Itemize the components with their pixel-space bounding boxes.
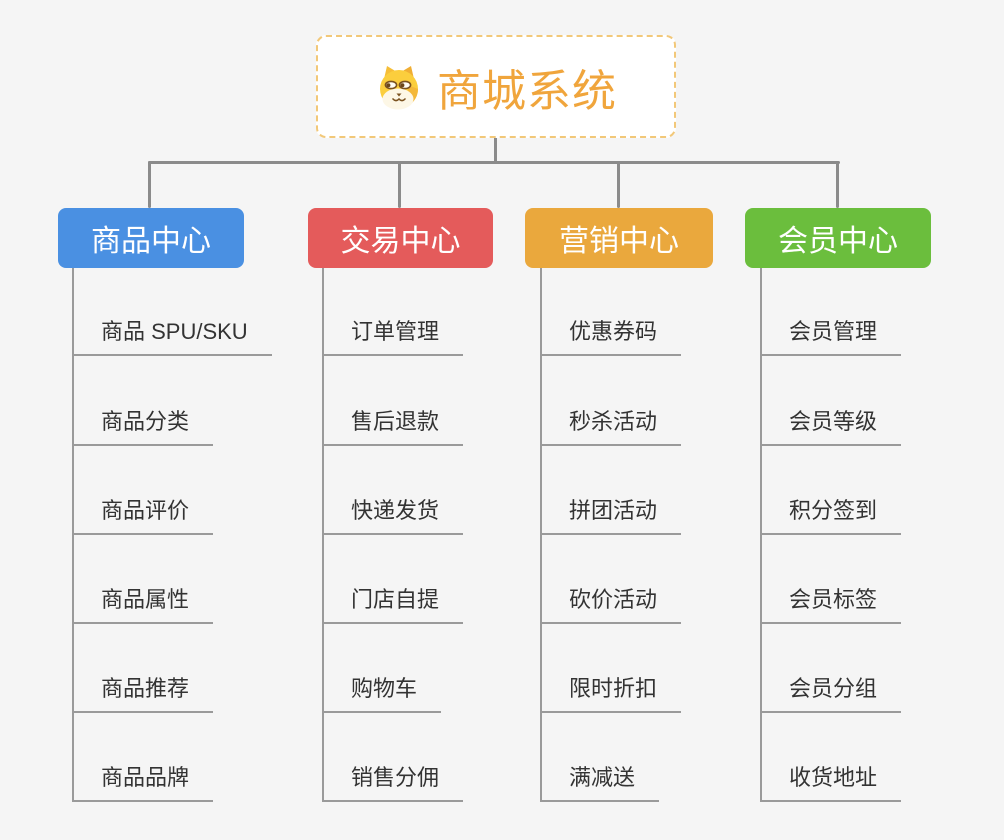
topic-item[interactable]: 秒杀活动: [541, 409, 682, 446]
connector-horizontal-bar: [148, 161, 840, 164]
branch-node-trade-center[interactable]: 交易中心: [308, 208, 493, 268]
connector-trunk: [72, 268, 74, 802]
topic-item[interactable]: 会员分组: [761, 676, 902, 713]
topic-item[interactable]: 商品品牌: [73, 765, 214, 802]
topic-item[interactable]: 优惠券码: [541, 319, 682, 356]
connector-trunk: [322, 268, 324, 802]
topic-item[interactable]: 拼团活动: [541, 498, 682, 535]
connector-trunk: [540, 268, 542, 802]
topic-item[interactable]: 销售分佣: [323, 765, 464, 802]
root-node[interactable]: 商城系统: [316, 35, 676, 138]
connector-drop-marketing: [617, 161, 620, 208]
connector-trunk: [760, 268, 762, 802]
dog-face-icon: [375, 63, 423, 111]
topic-item[interactable]: 砍价活动: [541, 587, 682, 624]
branch-label: 会员中心: [778, 225, 898, 258]
connector-drop-product: [148, 161, 151, 208]
branch-label: 商品中心: [91, 225, 211, 258]
topic-item[interactable]: 购物车: [323, 676, 442, 713]
connector-drop-member: [836, 161, 839, 208]
root-title: 商城系统: [437, 66, 617, 116]
branch-node-member-center[interactable]: 会员中心: [745, 208, 931, 268]
branch-node-marketing-center[interactable]: 营销中心: [525, 208, 713, 268]
topic-item[interactable]: 商品评价: [73, 498, 214, 535]
topic-item[interactable]: 售后退款: [323, 409, 464, 446]
topic-item[interactable]: 商品 SPU/SKU: [73, 319, 272, 356]
topic-item[interactable]: 积分签到: [761, 498, 902, 535]
branch-label: 交易中心: [340, 225, 461, 258]
connector-root-stub: [494, 138, 497, 164]
topic-item[interactable]: 订单管理: [323, 319, 464, 356]
branch-label: 营销中心: [559, 225, 679, 258]
topic-item[interactable]: 商品分类: [73, 409, 214, 446]
topic-item[interactable]: 限时折扣: [541, 676, 682, 713]
topic-item[interactable]: 会员等级: [761, 409, 902, 446]
topic-item[interactable]: 商品属性: [73, 587, 214, 624]
topic-item[interactable]: 门店自提: [323, 587, 464, 624]
topic-item[interactable]: 会员管理: [761, 319, 902, 356]
topic-item[interactable]: 会员标签: [761, 587, 902, 624]
topic-item[interactable]: 商品推荐: [73, 676, 214, 713]
topic-item[interactable]: 满减送: [541, 765, 660, 802]
topic-item[interactable]: 快递发货: [323, 498, 464, 535]
branch-node-product-center[interactable]: 商品中心: [58, 208, 244, 268]
topic-item[interactable]: 收货地址: [761, 765, 902, 802]
connector-drop-trade: [398, 161, 401, 208]
